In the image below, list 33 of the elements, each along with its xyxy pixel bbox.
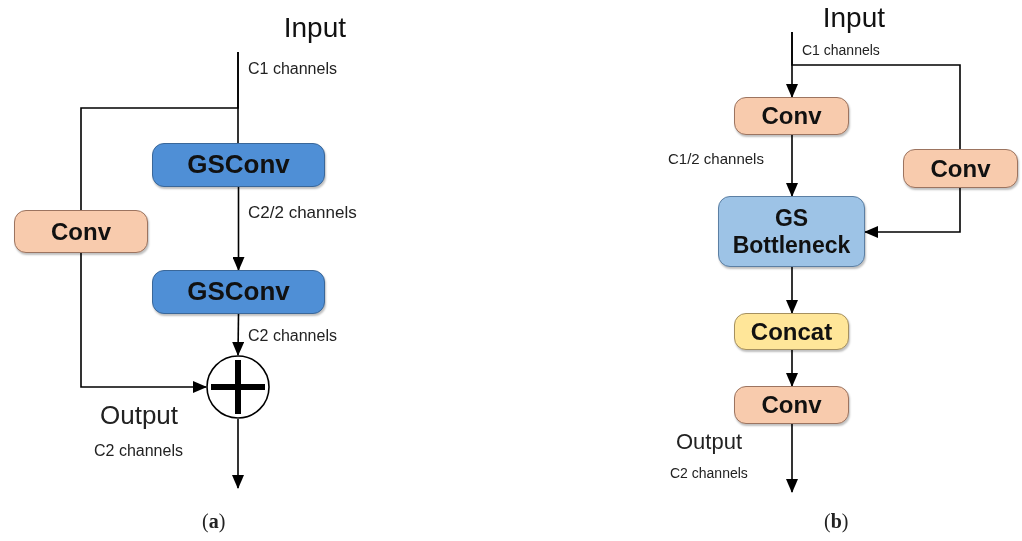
process-box: GSConv	[152, 143, 325, 187]
adder-circle	[206, 355, 270, 419]
arrow	[232, 313, 245, 356]
arrow	[786, 134, 798, 197]
channel-count-label: C2 channels	[94, 442, 183, 460]
output-label: Output	[676, 429, 743, 455]
process-box: Conv	[903, 149, 1018, 188]
input-label: Input	[785, 2, 885, 32]
channel-count-label: C2 channels	[670, 465, 748, 481]
connector-line	[791, 31, 961, 150]
arrow	[786, 349, 798, 387]
process-box: Conv	[734, 386, 849, 424]
arrow	[80, 252, 207, 393]
input-label: Input	[226, 12, 346, 52]
channel-count-label: C1 channels	[802, 42, 880, 58]
process-box: Conv	[734, 97, 849, 135]
channel-count-label: C1 channels	[248, 60, 337, 78]
process-box: Concat	[734, 313, 849, 350]
channel-count-label: C1/2 channels	[668, 150, 764, 167]
panel-caption: (b)	[824, 510, 849, 533]
output-label: Output	[100, 400, 179, 431]
panel-caption: (a)	[202, 510, 226, 533]
arrow	[864, 187, 961, 238]
arrow	[232, 186, 245, 271]
channel-count-label: C2 channels	[248, 327, 337, 345]
process-box: GS Bottleneck	[718, 196, 865, 267]
channel-count-label: C2/2 channels	[248, 203, 357, 223]
arrow	[786, 266, 798, 314]
arrow	[232, 418, 244, 489]
connector-line	[80, 51, 239, 211]
process-box: GSConv	[152, 270, 325, 314]
process-box: Conv	[14, 210, 148, 253]
arrow	[786, 423, 798, 493]
